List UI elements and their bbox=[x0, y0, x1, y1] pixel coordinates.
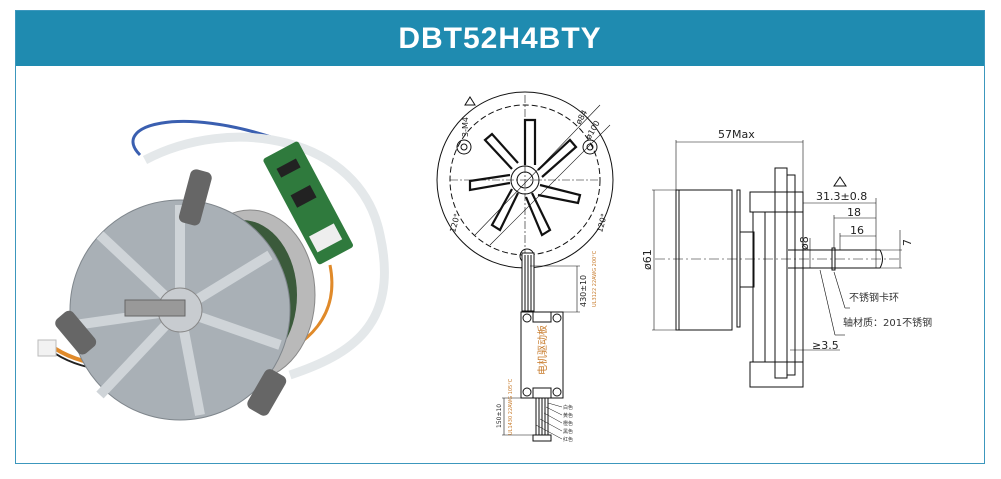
dim-18: 18 bbox=[847, 206, 861, 219]
shaft-material-note: 轴材质：201不锈钢 bbox=[843, 316, 932, 329]
wire-color-4: 黑色 bbox=[563, 428, 573, 435]
lead-length-label: 430±10 bbox=[579, 275, 588, 307]
left-angle-label: 120° bbox=[448, 213, 462, 234]
side-view-drawing: 57Max ø61 31.3±0.8 18 16 7 ø8 ≥3.5 不锈钢卡环… bbox=[641, 128, 932, 388]
shaft-diameter-dim: ø8 bbox=[798, 236, 811, 250]
wire-color-1: 白色 bbox=[563, 404, 573, 411]
motor-product-photo bbox=[37, 120, 389, 421]
clip-note: 不锈钢卡环 bbox=[849, 291, 899, 304]
title-bar: DBT52H4BTY bbox=[16, 11, 984, 66]
wire-color-5: 红色 bbox=[563, 436, 573, 443]
driver-board-label: 电机驱动板 bbox=[536, 325, 549, 375]
right-angle-label: 120° bbox=[595, 213, 609, 234]
outer-diameter-label: ø100 bbox=[584, 119, 602, 141]
output-wire-spec: UL1430 22AWG 105°C bbox=[508, 378, 514, 435]
flat-dim: 7 bbox=[901, 239, 914, 246]
lead-wire-spec: UL3122 22AWG 200°C bbox=[592, 250, 598, 307]
spec-sheet-frame: DBT52H4BTY bbox=[15, 10, 985, 464]
output-lead-length: 150±10 bbox=[496, 404, 503, 428]
body-diameter-dim: ø61 bbox=[641, 249, 654, 270]
product-model-title: DBT52H4BTY bbox=[398, 21, 602, 55]
dim-16: 16 bbox=[850, 224, 864, 237]
mounting-hole-label: 3-M4 bbox=[461, 117, 470, 137]
wire-color-3: 橙色 bbox=[563, 420, 573, 427]
front-view-drawing: 3-M4 ø84 ø100 120° 120° 430±10 UL3122 22… bbox=[436, 91, 614, 443]
wire-color-2: 黄色 bbox=[563, 412, 573, 419]
fan-gap-dim: ≥3.5 bbox=[812, 339, 839, 352]
shaft-extension-dim: 31.3±0.8 bbox=[816, 190, 867, 203]
overall-length-dim: 57Max bbox=[718, 128, 755, 141]
